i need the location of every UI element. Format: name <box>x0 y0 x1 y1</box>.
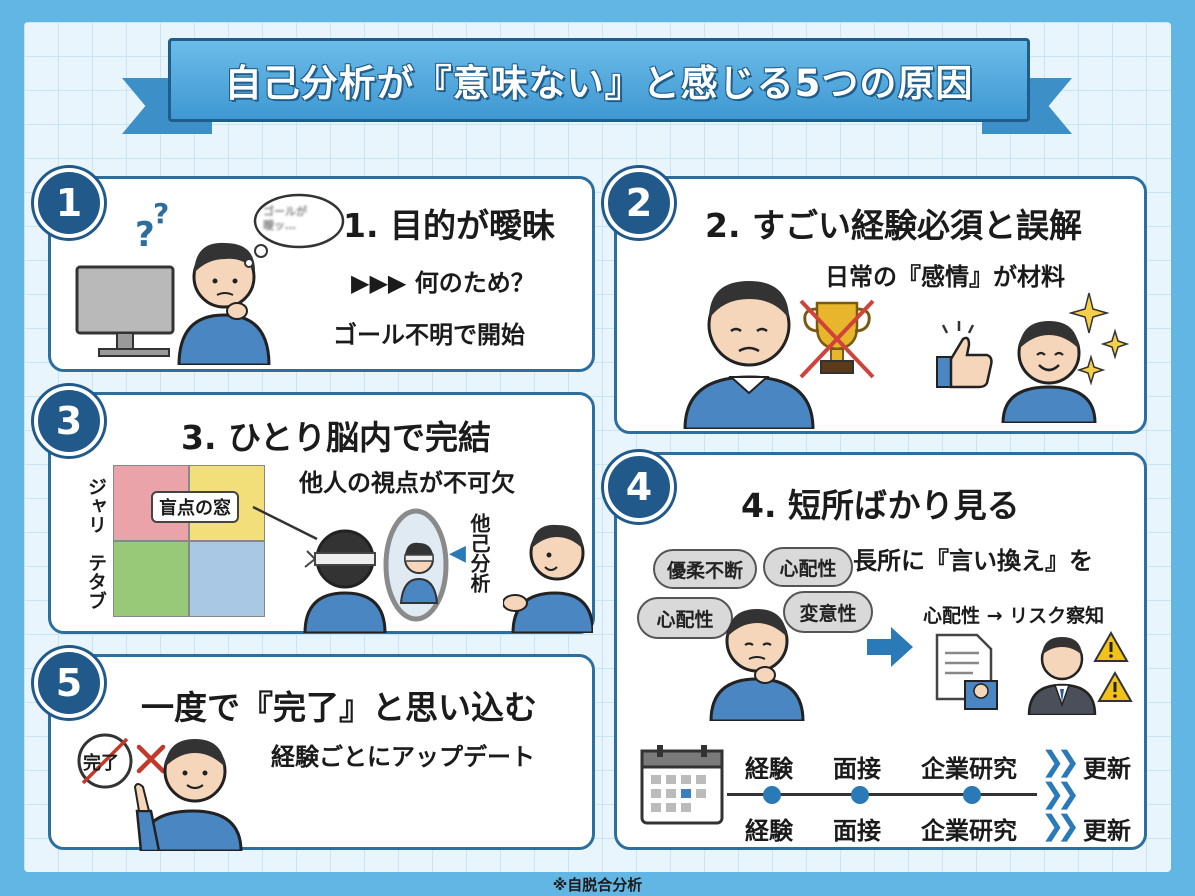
timeline-dot <box>763 786 781 804</box>
johari-quadrant-unknown <box>189 541 265 617</box>
stamp-circle <box>77 733 133 789</box>
card-3: 3. ひとり脳内で完結 他人の視点が不可欠 ジャリ テタブ 盲点の窓 ◀ 他己分… <box>48 392 595 634</box>
question-mark-icon: ? <box>153 197 170 230</box>
badge-4: 4 <box>604 452 674 522</box>
timeline-dot <box>963 786 981 804</box>
chevron-double-right-icon: ❯❯ <box>1041 777 1080 810</box>
chevron-double-right-icon: ❯❯ <box>1041 809 1080 842</box>
card-1-note: ゴール不明で開始 <box>333 321 525 349</box>
badge-2: 2 <box>604 168 674 238</box>
badge-3: 3 <box>34 386 104 456</box>
card-3-note: 他人の視点が不可欠 <box>299 469 515 497</box>
stamp-label: 完了 <box>83 753 119 774</box>
johari-label: ジャリ テタブ <box>85 477 107 610</box>
cross-icon <box>136 744 166 774</box>
timeline-bottom-1: 経験 <box>745 817 793 845</box>
card-4-note: 長所に『言い換え』を <box>853 547 1093 575</box>
monitor-icon <box>75 265 175 357</box>
reframe-text: 心配性 → リスク察知 <box>923 605 1105 627</box>
arrow-right-icon <box>867 627 913 667</box>
thought-bubble-icon <box>244 193 345 268</box>
badge-5: 5 <box>34 648 104 718</box>
timeline-top-1: 経験 <box>745 755 793 783</box>
advisor-person <box>503 524 593 633</box>
blind-window-label: 盲点の窓 <box>151 491 239 523</box>
other-analysis-label: 他己分析 <box>467 513 491 593</box>
pointing-finger-icon <box>133 739 243 851</box>
page-title: 自己分析が『意味ない』と感じる5つの原因 <box>224 62 974 105</box>
timeline-dot <box>851 786 869 804</box>
card-5: 一度で『完了』と思い込む 経験ごとにアップデート 完了 <box>48 654 595 851</box>
card-3-heading: 3. ひとり脳内で完結 <box>181 418 491 457</box>
document-icon <box>935 633 998 710</box>
card-1-arrow-text: ▶▶▶ 何のため？ <box>351 269 535 297</box>
chevron-double-right-icon: ❯❯ <box>1041 745 1080 778</box>
card-2-note: 日常の『感情』が材料 <box>825 263 1065 291</box>
update-top: 更新 <box>1083 755 1131 783</box>
footer-note: ※自脱合分析 <box>552 876 643 894</box>
badge-1: 1 <box>34 168 104 238</box>
calendar-icon <box>640 745 724 825</box>
johari-quadrant-hidden <box>113 541 189 617</box>
worry-cloud-3: 心配性 <box>637 597 733 639</box>
card-5-heading: 一度で『完了』と思い込む <box>141 688 537 727</box>
worry-cloud-1: 優柔不断 <box>653 549 757 589</box>
worried-person <box>709 609 805 721</box>
timeline-bottom-3: 企業研究 <box>921 817 1017 845</box>
card-2-heading: 2. すごい経験必須と誤解 <box>705 206 1082 245</box>
timeline-bottom-2: 面接 <box>833 817 881 845</box>
sad-person <box>683 281 815 429</box>
worry-cloud-2: 心配性 <box>763 547 853 587</box>
worry-cloud-4: 変意性 <box>783 591 873 633</box>
card-1: ? ? ゴールが 曖ッ… 1. 目的が曖昧 ▶▶▶ 何のため？ ゴール不明で開始 <box>48 176 595 372</box>
trophy-crossed-icon <box>799 299 875 379</box>
timeline-top-3: 企業研究 <box>921 755 1017 783</box>
bubble-text: ゴールが 曖ッ… <box>263 205 307 232</box>
card-1-heading: 1. 目的が曖昧 <box>343 206 555 245</box>
thumbs-up-icon <box>936 321 993 389</box>
sparkle-icon <box>1069 292 1129 386</box>
timeline-top-2: 面接 <box>833 755 881 783</box>
card-4-heading: 4. 短所ばかり見る <box>741 486 1020 525</box>
blindfold-icon <box>303 529 387 633</box>
card-5-note: 経験ごとにアップデート <box>271 743 535 771</box>
warning-icon <box>1093 631 1129 662</box>
update-bottom: 更新 <box>1083 817 1131 845</box>
title-banner: 自己分析が『意味ない』と感じる5つの原因 <box>168 38 1030 122</box>
arrow-left-icon: ◀ <box>449 541 466 566</box>
mirror-icon <box>383 508 449 622</box>
businessman <box>1027 637 1097 715</box>
thinking-person <box>177 242 271 365</box>
card-4: 4. 短所ばかり見る 長所に『言い換え』を 優柔不断 心配性 心配性 変意性 心… <box>614 452 1147 850</box>
question-mark-icon: ? <box>135 215 155 255</box>
timeline-line <box>727 793 1037 796</box>
warning-icon <box>1097 671 1133 702</box>
happy-person <box>1001 321 1097 423</box>
pointer-line <box>252 505 318 541</box>
card-2: 2. すごい経験必須と誤解 日常の『感情』が材料 <box>614 176 1147 434</box>
